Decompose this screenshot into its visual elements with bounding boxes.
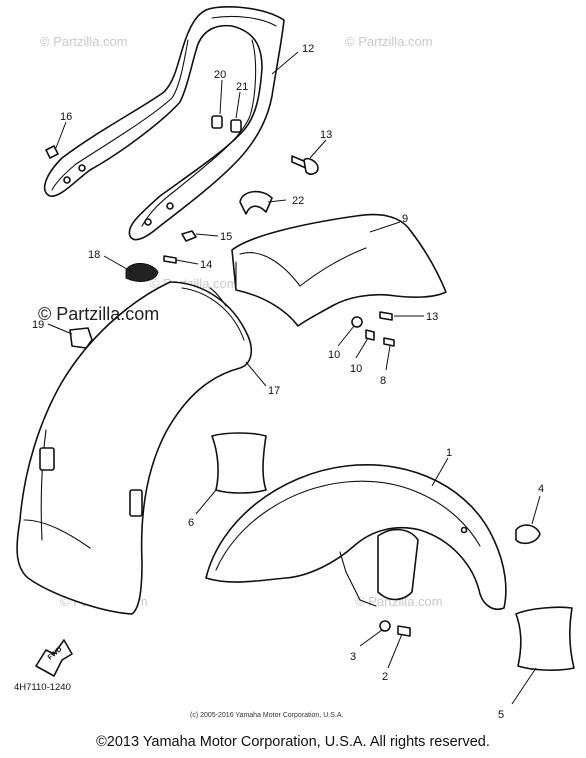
callout-18: 18 bbox=[88, 249, 100, 261]
nut-21-part bbox=[230, 119, 242, 133]
watermark: © Partzilla.com bbox=[40, 34, 128, 49]
bolt-13-part bbox=[291, 155, 319, 175]
washer-10-part bbox=[351, 316, 363, 328]
leader-line bbox=[245, 361, 267, 387]
leader-line bbox=[47, 323, 73, 335]
rear-fender-17-part bbox=[16, 281, 253, 615]
leader-line bbox=[359, 629, 383, 647]
callout-17: 17 bbox=[268, 385, 280, 397]
bolt-16-part bbox=[45, 145, 59, 159]
leader-line bbox=[355, 337, 369, 359]
bolt-14-part bbox=[163, 255, 177, 264]
watermark: © Partzilla.com bbox=[345, 34, 433, 49]
watermark: © Partzilla.com bbox=[355, 594, 443, 609]
callout-5: 5 bbox=[498, 709, 504, 721]
callout-7: 9 bbox=[402, 213, 408, 225]
callout-9: 10 bbox=[350, 363, 362, 375]
leader-line bbox=[55, 121, 67, 149]
leader-line bbox=[511, 667, 537, 705]
callout-16: 16 bbox=[60, 111, 72, 123]
clip-4-part bbox=[515, 524, 541, 545]
leader-line bbox=[431, 457, 449, 487]
callout-11: 13 bbox=[426, 311, 438, 323]
leader-line bbox=[267, 199, 287, 203]
leader-line bbox=[387, 633, 403, 669]
bolt-2-part bbox=[397, 625, 411, 637]
callout-13: 13 bbox=[320, 129, 332, 141]
callout-3: 3 bbox=[350, 651, 356, 663]
leader-line bbox=[337, 325, 355, 347]
pad-18-part bbox=[125, 263, 159, 282]
leader-line bbox=[309, 139, 327, 159]
nut-9-part bbox=[365, 329, 375, 341]
leader-line bbox=[235, 91, 241, 119]
watermark-dark: © Partzilla.com bbox=[38, 304, 159, 324]
bolt-8-part bbox=[383, 337, 395, 347]
callout-15: 15 bbox=[220, 231, 232, 243]
front-direction-arrow: FWD bbox=[35, 639, 73, 677]
clip-22-part bbox=[239, 190, 273, 215]
callout-2: 2 bbox=[382, 671, 388, 683]
callout-6: 6 bbox=[188, 517, 194, 529]
callout-12: 12 bbox=[302, 43, 314, 55]
nut-3-part bbox=[379, 620, 391, 632]
leader-line bbox=[103, 255, 133, 273]
leader-line bbox=[385, 345, 391, 371]
leader-line bbox=[369, 221, 401, 233]
pad-5-part bbox=[515, 606, 575, 671]
callout-20: 20 bbox=[214, 69, 226, 81]
leader-line bbox=[271, 51, 299, 75]
leader-line bbox=[175, 259, 199, 265]
bracket-15-part bbox=[181, 230, 197, 242]
rear-flap-7-part bbox=[231, 213, 447, 327]
leader-line bbox=[219, 79, 223, 115]
pad-6-part bbox=[211, 432, 267, 494]
callout-10: 10 bbox=[328, 349, 340, 361]
leader-line bbox=[531, 495, 541, 525]
callout-4: 4 bbox=[538, 483, 544, 495]
callout-8: 8 bbox=[380, 375, 386, 387]
leader-line bbox=[195, 233, 219, 237]
nut-20-part bbox=[211, 115, 223, 129]
grab-bar-part bbox=[43, 6, 285, 241]
callout-1: 1 bbox=[446, 447, 452, 459]
leader-line bbox=[195, 489, 217, 515]
bolt-11-part bbox=[379, 311, 393, 321]
footer-copyright: ©2013 Yamaha Motor Corporation, U.S.A. A… bbox=[96, 734, 490, 750]
small-copyright: (c) 2005-2016 Yamaha Motor Corporation, … bbox=[190, 712, 343, 719]
diagram-code: 4H7110-1240 bbox=[14, 682, 71, 693]
callout-19: 19 bbox=[32, 319, 44, 331]
callout-14: 14 bbox=[200, 259, 212, 271]
callout-21: 21 bbox=[236, 81, 248, 93]
front-fender-1-part bbox=[205, 464, 507, 610]
callout-22: 22 bbox=[292, 195, 304, 207]
